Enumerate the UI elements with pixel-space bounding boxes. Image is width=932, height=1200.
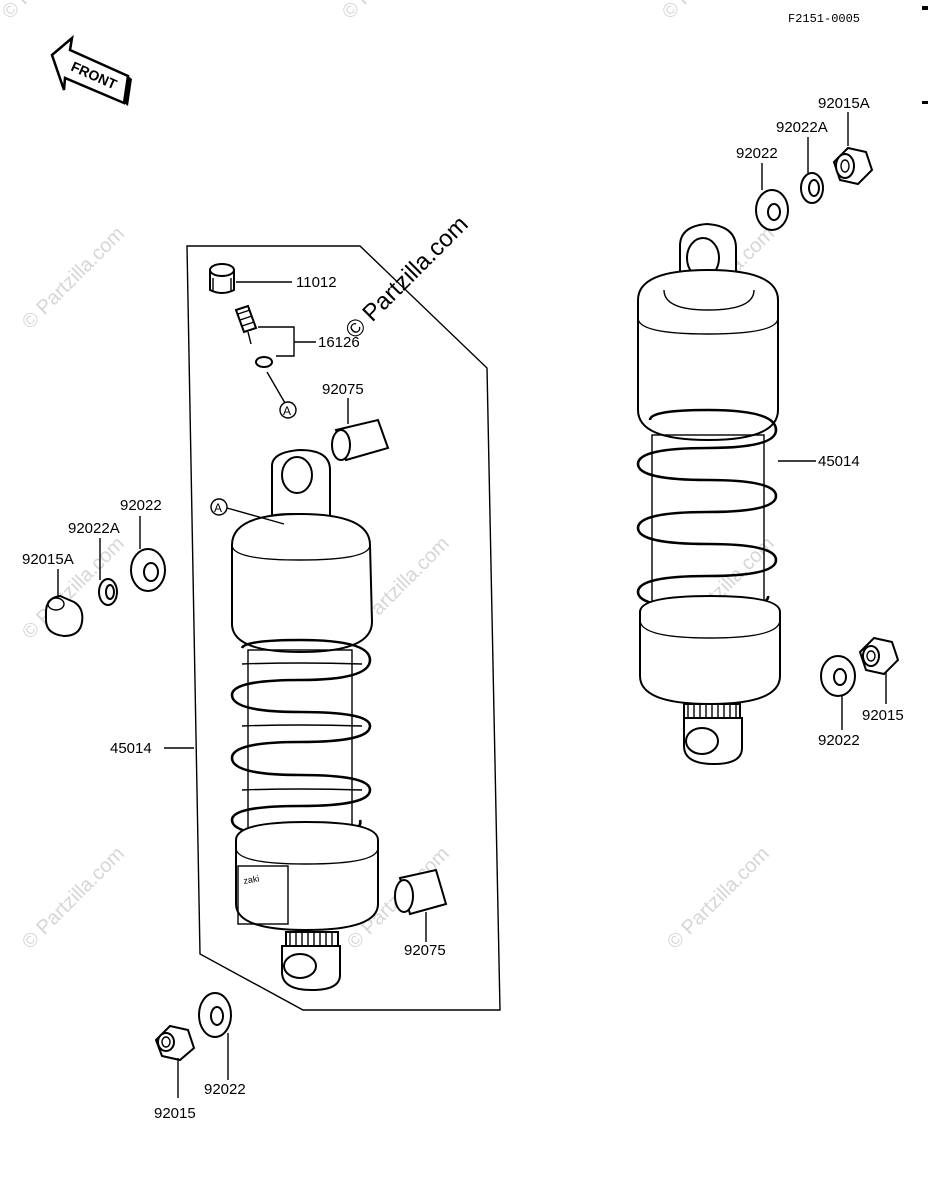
part-92022-washer-right-bottom (820, 655, 856, 697)
part-92075-bushing-bottom (394, 868, 448, 916)
brand-stamp: zaki (243, 873, 261, 886)
part-92022A-lockwasher-left (98, 578, 118, 606)
part-11012-cap (209, 263, 235, 294)
front-arrow-icon: FRONT (50, 34, 132, 106)
watermark: © Partzilla.com (0, 0, 109, 24)
part-92015A-capnut-right (832, 146, 874, 186)
callout-a: A (214, 501, 222, 515)
part-label-92015A-left: 92015A (22, 551, 74, 568)
part-92015A-capnut-left (45, 594, 84, 638)
corner-mark (922, 101, 928, 104)
watermark: © Partzilla.com (658, 0, 769, 24)
part-label-92015-left-bottom: 92015 (154, 1105, 196, 1122)
part-label-92015A-right: 92015A (818, 95, 870, 112)
part-92022-washer-right-top (755, 189, 789, 231)
watermark: © Partzilla.com (663, 843, 774, 954)
part-label-45014-left: 45014 (110, 740, 152, 757)
part-label-92022A-right: 92022A (776, 119, 828, 136)
watermark: © Partzilla.com (18, 223, 129, 334)
part-92075-bushing-top (331, 418, 390, 462)
part-label-92015-right-bottom: 92015 (862, 707, 904, 724)
watermark-prominent: © Partzilla.com (340, 211, 473, 344)
left-shock-absorber: zaki (230, 448, 379, 992)
watermark: © Partzilla.com (338, 0, 449, 24)
part-label-92075-bottom: 92075 (404, 942, 446, 959)
part-label-92022-right-top: 92022 (736, 145, 778, 162)
right-shock-absorber (636, 222, 781, 766)
assembly-outline (186, 245, 501, 1011)
diagram-code: F2151-0005 (788, 12, 860, 26)
part-label-45014-right: 45014 (818, 453, 860, 470)
part-92022-washer-left-bottom (198, 992, 232, 1038)
part-label-92022-right-bottom: 92022 (818, 732, 860, 749)
part-label-92075-top: 92075 (322, 381, 364, 398)
part-92015-nut-left-bottom (154, 1024, 196, 1062)
part-16126-valve (234, 304, 273, 368)
corner-mark (922, 6, 928, 10)
watermark: © Partzilla.com (18, 843, 129, 954)
part-label-92022-left-top: 92022 (120, 497, 162, 514)
part-label-11012: 11012 (296, 274, 337, 291)
part-92015-nut-right-bottom (858, 636, 900, 676)
part-92022A-lockwasher-right (800, 172, 824, 204)
callout-a: A (283, 404, 291, 418)
part-label-16126: 16126 (318, 334, 360, 351)
part-label-92022A-left: 92022A (68, 520, 120, 537)
part-label-92022-left-bottom: 92022 (204, 1081, 246, 1098)
part-92022-washer-left-top (130, 548, 166, 592)
